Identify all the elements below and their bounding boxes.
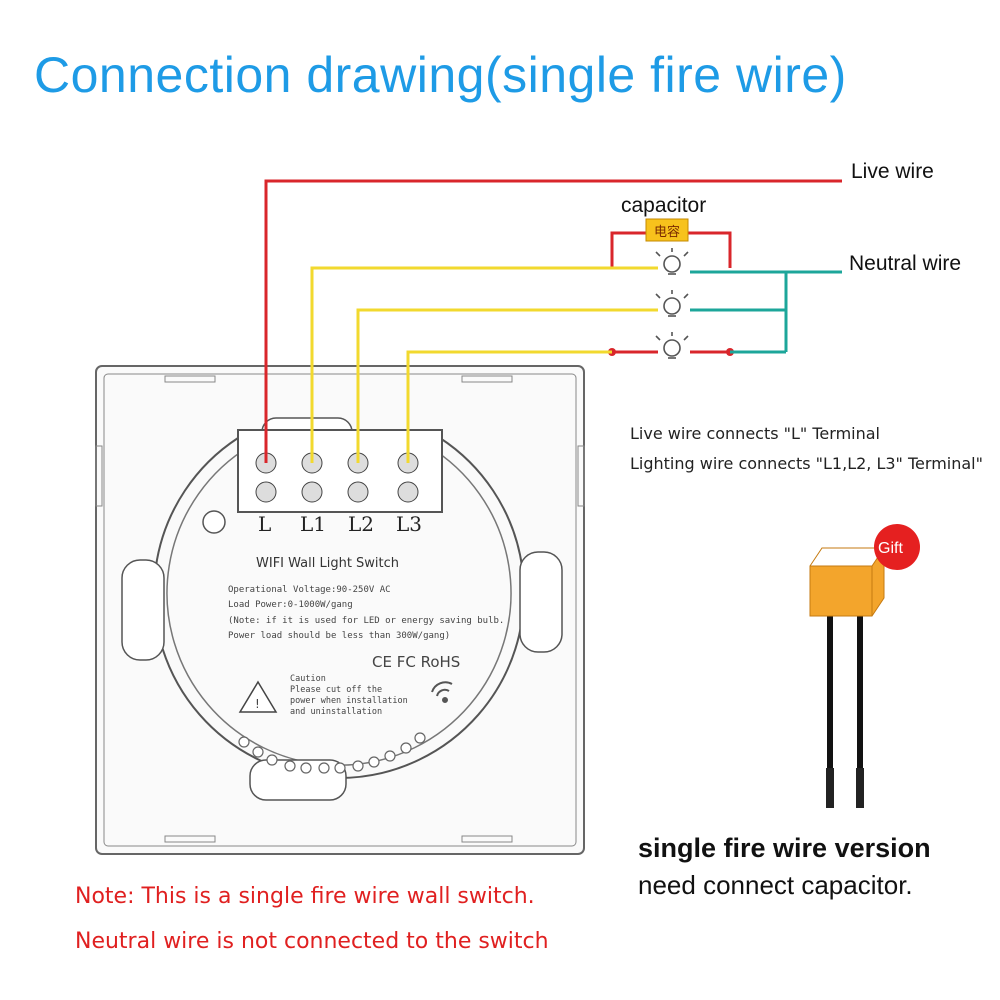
gift-capacitor-image — [809, 546, 885, 808]
lighting-wires — [310, 266, 658, 463]
spec-line: Operational Voltage:90-250V AC — [228, 585, 391, 595]
switch-back-plate: L L1 L2 L3 WIFI Wall Light Switch Operat… — [95, 365, 585, 855]
certification-marks: CE FC RoHS — [372, 653, 460, 671]
capacitor: 电容 — [645, 218, 689, 242]
caution-line: and uninstallation — [290, 707, 382, 717]
spec-line: (Note: if it is used for LED or energy s… — [228, 616, 504, 626]
version-caption: need connect capacitor. — [638, 870, 913, 900]
caution-line: Caution — [290, 674, 326, 684]
warning-triangle-icon: ! — [238, 680, 278, 713]
terminal-label-l3: L3 — [396, 512, 422, 536]
neutral-wire-label: Neutral wire — [849, 252, 962, 275]
spec-line: Power load should be less than 300W/gang… — [228, 631, 450, 641]
note-line-1: Note: This is a single fire wire wall sw… — [75, 884, 535, 909]
spec-line: Load Power:0-1000W/gang — [228, 600, 353, 610]
switch-name: WIFI Wall Light Switch — [256, 556, 399, 571]
terminal-label-l2: L2 — [348, 512, 374, 536]
caution-line: Please cut off the — [290, 685, 382, 695]
gift-badge: Gift — [874, 524, 920, 570]
bulb-icon — [655, 290, 689, 317]
bulb-icon — [655, 248, 689, 275]
bulb-icon — [655, 332, 689, 359]
page-title: Connection drawing(single fire wire) — [34, 47, 847, 103]
svg-text:!: ! — [255, 697, 260, 711]
neutral-wire — [690, 270, 842, 354]
caution-line: power when installation — [290, 696, 408, 706]
svg-text:Gift: Gift — [878, 540, 903, 557]
version-caption-bold: single fire wire version — [638, 833, 931, 863]
info-lighting-terminal: Lighting wire connects "L1,L2, L3" Termi… — [630, 454, 983, 473]
terminal-label-l1: L1 — [300, 512, 326, 536]
live-wire-label: Live wire — [851, 160, 934, 183]
terminal-label-l: L — [258, 512, 271, 536]
wifi-icon — [431, 681, 453, 703]
svg-text:电容: 电容 — [654, 224, 680, 240]
note-line-2: Neutral wire is not connected to the swi… — [75, 929, 549, 954]
capacitor-label: capacitor — [621, 194, 707, 217]
info-live-terminal: Live wire connects "L" Terminal — [630, 424, 880, 443]
